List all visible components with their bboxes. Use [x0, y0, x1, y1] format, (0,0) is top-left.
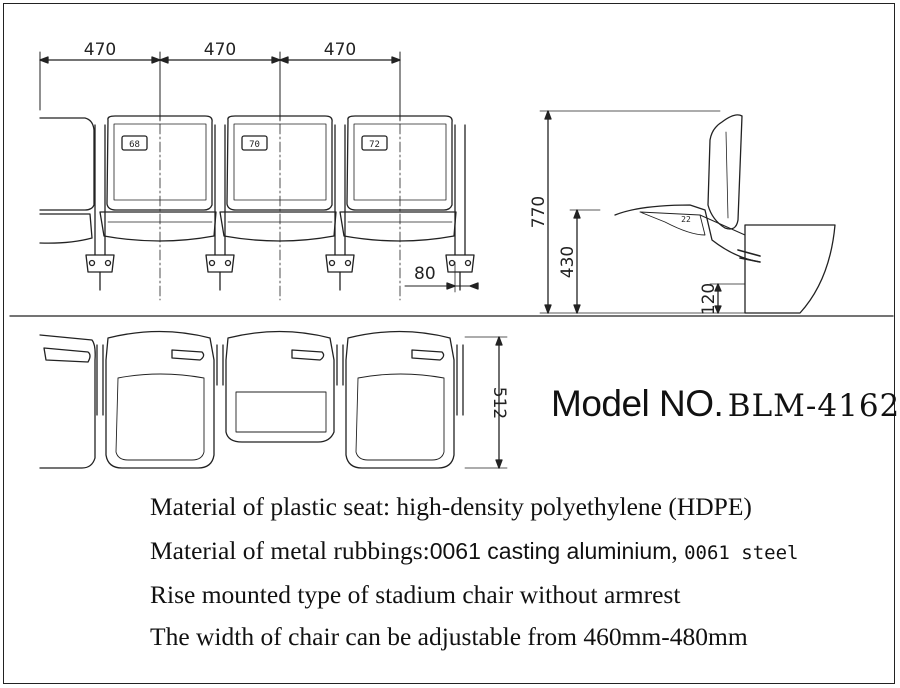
dimension-label: 770: [529, 196, 549, 228]
chair-plan-2: [225, 330, 335, 443]
model-label: Model NO.: [551, 383, 724, 424]
dimension-label: 430: [558, 246, 578, 278]
seat-number-plate: [121, 135, 148, 151]
concrete-riser: [744, 224, 836, 314]
spec-line-mount-type: Rise mounted type of stadium chair witho…: [150, 580, 681, 609]
side-elevation: [539, 110, 836, 314]
model-code: BLM-4162: [727, 388, 900, 424]
chair-back-3: [346, 115, 453, 211]
spec-metal-steel: 0061 steel: [684, 542, 799, 564]
seat-number: 22: [681, 215, 691, 224]
dimension-label: 470: [84, 40, 116, 60]
spec-line-width-range: The width of chair can be adjustable fro…: [150, 622, 748, 651]
seat-number: 68: [129, 140, 140, 150]
seat-number-plate: [241, 135, 268, 151]
front-elevation: [39, 51, 479, 301]
seat-number: 72: [369, 140, 380, 150]
dimension-label: 470: [204, 40, 236, 60]
chair-plan-3: [345, 330, 455, 469]
chair-back-profile: [707, 114, 743, 230]
dimension-label: 120: [699, 283, 719, 315]
spec-metal-prefix: Material of metal rubbings:: [150, 536, 430, 565]
spec-line-material-seat: Material of plastic seat: high-density p…: [150, 492, 752, 521]
chair-back-1: [106, 115, 213, 211]
dimension-label: 470: [324, 40, 356, 60]
spec-line-material-metal: Material of metal rubbings:0061 casting …: [150, 536, 799, 566]
spec-metal-aluminium: 0061 casting aluminium: [429, 538, 672, 564]
chair-support-posts: [85, 124, 475, 291]
dimension-label: 80: [414, 264, 436, 284]
seat-number: 70: [249, 140, 260, 150]
seat-number-plate: [361, 135, 388, 151]
plan-view: [39, 330, 508, 469]
model-number: Model NO. BLM-4162: [551, 383, 900, 425]
chair-seat-profile: [614, 204, 761, 263]
chair-back-2: [226, 115, 333, 211]
chair-plan-1: [105, 330, 215, 469]
spec-metal-separator: ,: [671, 536, 685, 565]
dimension-label: 512: [489, 387, 509, 419]
